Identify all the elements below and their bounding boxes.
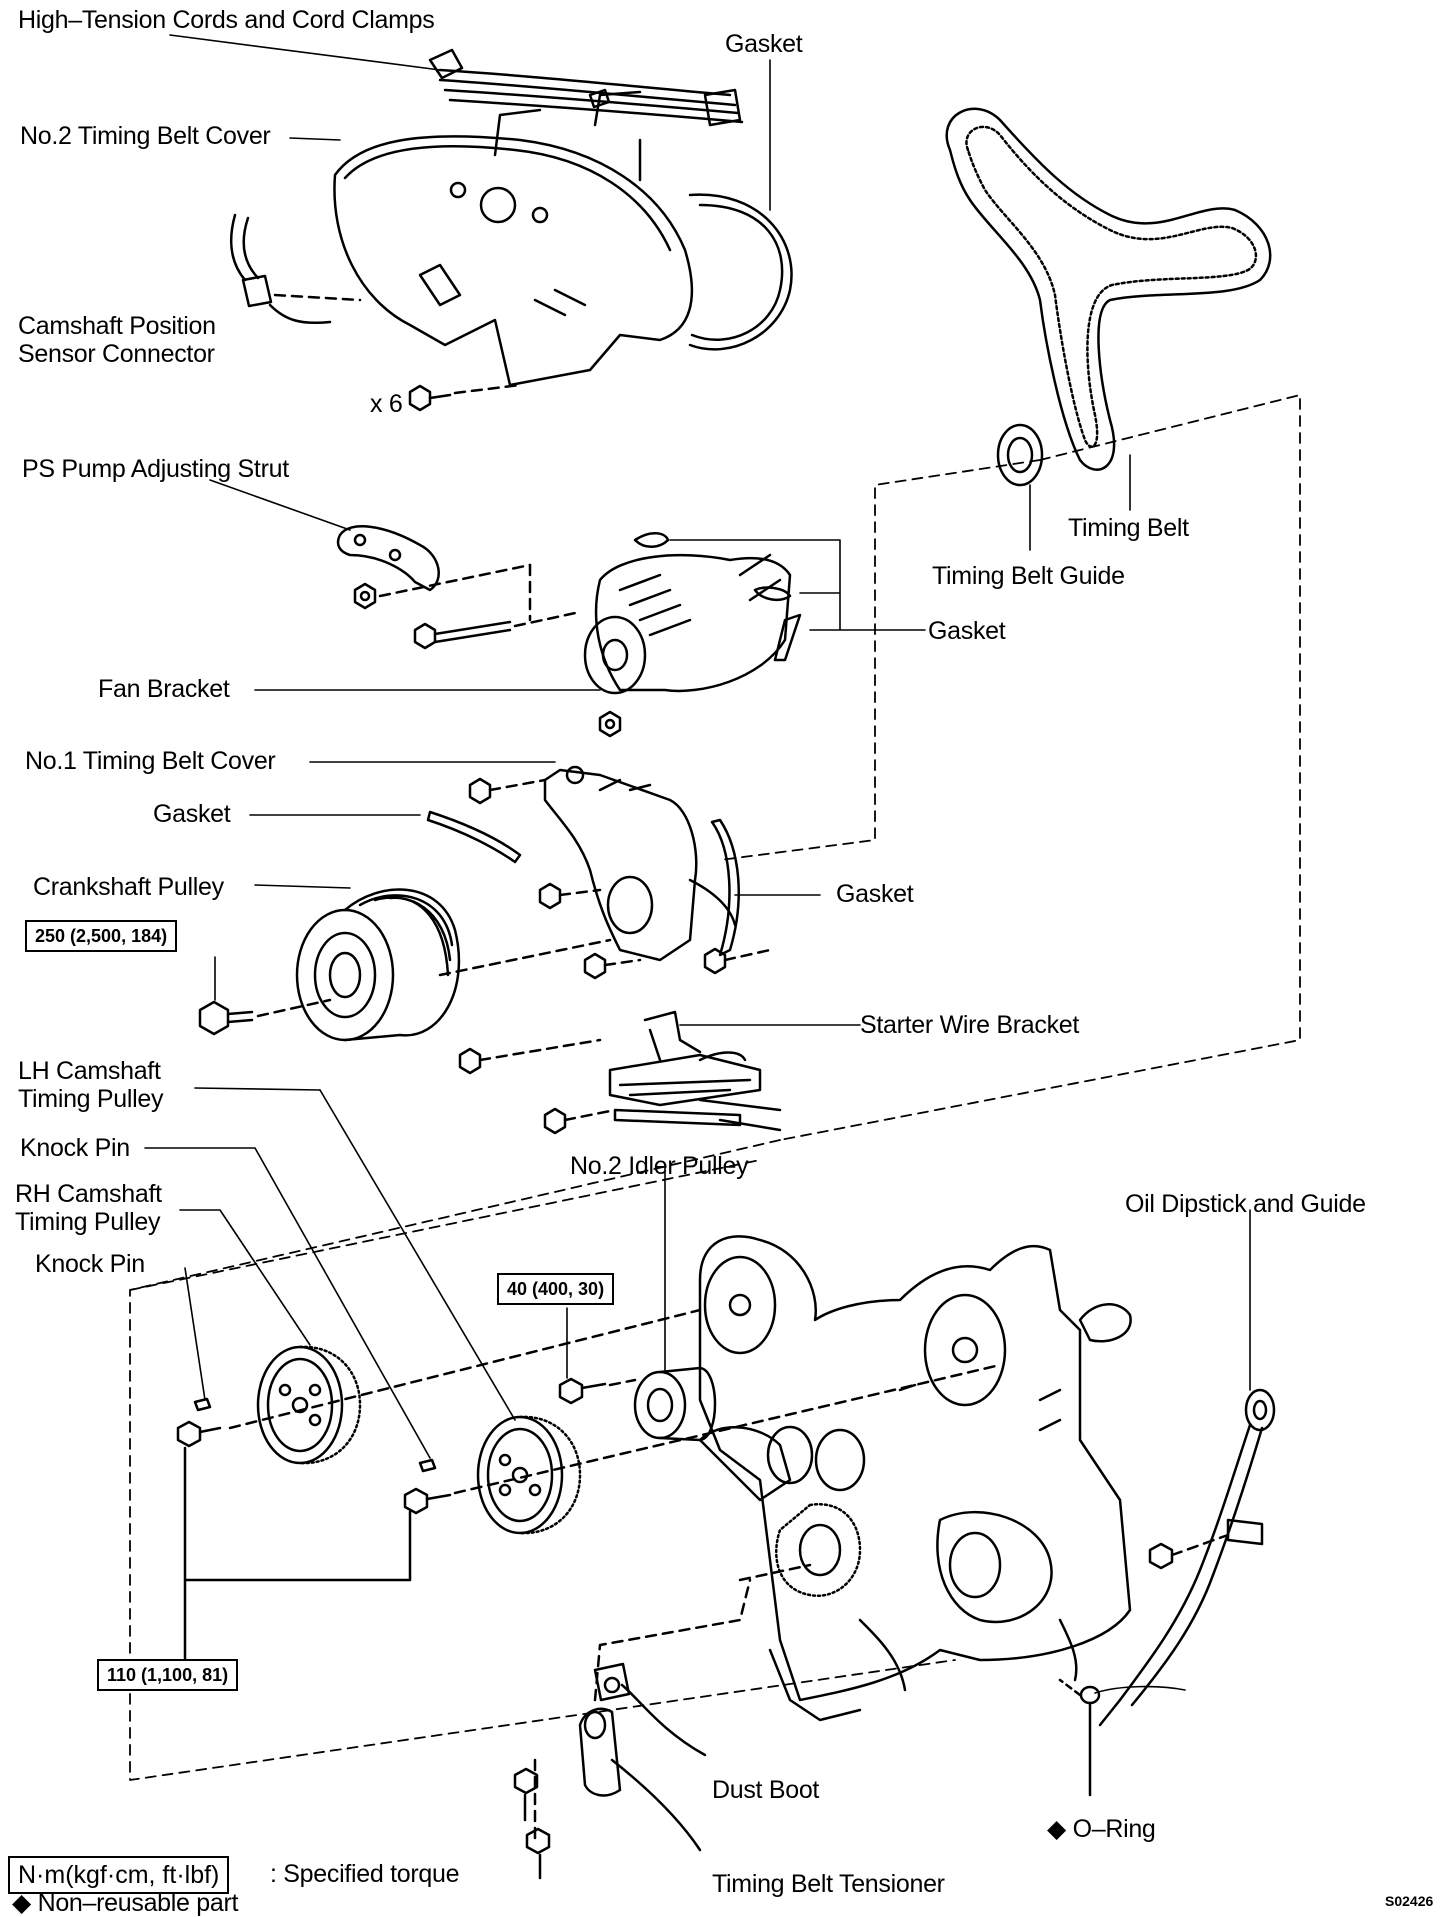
label-starter-wire-bracket: Starter Wire Bracket — [860, 1011, 1080, 1039]
gasket-top-drawing — [688, 193, 793, 351]
label-gasket-mid: Gasket — [928, 617, 1006, 645]
knock-pin-drawing — [193, 1397, 212, 1412]
o-ring-drawing — [1058, 1678, 1186, 1797]
label-gasket-left: Gasket — [153, 800, 231, 828]
label-high-tension-cords: High–Tension Cords and Cord Clamps — [18, 6, 435, 34]
fan-bracket-nut-drawing — [598, 710, 622, 738]
label-crankshaft-pulley: Crankshaft Pulley — [33, 873, 224, 901]
camshaft-sensor-connector-drawing — [229, 213, 362, 325]
no2-idler-pulley-drawing — [633, 1366, 717, 1442]
long-bolt-drawing — [413, 610, 582, 650]
label-knock-pin-1: Knock Pin — [20, 1134, 130, 1162]
label-lh-camshaft-timing-pulley: LH Camshaft Timing Pulley — [18, 1057, 164, 1113]
ps-pump-strut-drawing — [336, 525, 440, 592]
label-rh-camshaft-line2: Timing Pulley — [15, 1208, 161, 1236]
label-lh-camshaft-line1: LH Camshaft — [18, 1057, 161, 1085]
label-no1-timing-belt-cover: No.1 Timing Belt Cover — [25, 747, 276, 775]
crankshaft-pulley-drawing — [295, 888, 461, 1042]
legend-unit-box: N·m(kgf·cm, ft·lbf) — [8, 1856, 230, 1894]
torque-idler-bolt: 40 (400, 30) — [497, 1273, 615, 1305]
dust-boot-drawing — [593, 1662, 707, 1757]
starter-wire-bracket-drawing — [608, 1010, 782, 1132]
legend-non-reusable: ◆ Non–reusable part — [12, 1889, 239, 1917]
engine-block-drawing — [698, 1235, 1132, 1722]
figure-code: S02426 — [1385, 1893, 1434, 1909]
label-fan-bracket: Fan Bracket — [98, 675, 230, 703]
gasket-right-drawing — [688, 818, 740, 957]
label-knock-pin-2: Knock Pin — [35, 1250, 145, 1278]
no1-timing-belt-cover-drawing — [543, 765, 698, 962]
label-gasket-right: Gasket — [836, 880, 914, 908]
starter-bracket-bolts-drawing — [458, 1038, 617, 1135]
cover-bolt-drawing — [408, 383, 522, 412]
label-camshaft-position-sensor-line1: Camshaft Position — [18, 312, 216, 340]
label-no2-idler-pulley: No.2 Idler Pulley — [570, 1152, 749, 1180]
legend-specified-torque: : Specified torque — [270, 1860, 460, 1888]
cam-bolts-drawing — [176, 1308, 1002, 1682]
timing-belt-route-line — [129, 394, 1301, 1781]
small-gaskets-drawing — [633, 532, 802, 662]
label-lh-camshaft-line2: Timing Pulley — [18, 1085, 164, 1113]
fan-bracket-drawing — [583, 553, 792, 695]
timing-belt-guide-drawing — [996, 423, 1044, 487]
label-oil-dipstick-and-guide: Oil Dipstick and Guide — [1125, 1190, 1366, 1218]
label-o-ring: ◆ O–Ring — [1047, 1815, 1156, 1843]
timing-belt-tensioner-drawing — [513, 1563, 812, 1880]
torque-crank-bolt: 250 (2,500, 184) — [25, 920, 178, 952]
gasket-left-drawing — [426, 810, 522, 864]
high-tension-cords-drawing — [428, 48, 744, 127]
no1-cover-bolts-drawing — [468, 777, 772, 980]
idler-bolt-drawing — [558, 1377, 637, 1405]
label-timing-belt: Timing Belt — [1068, 514, 1189, 542]
label-dust-boot: Dust Boot — [712, 1776, 820, 1804]
timing-belt-drawing — [945, 107, 1272, 471]
label-camshaft-position-sensor-line2: Sensor Connector — [18, 340, 215, 368]
nut-drawing — [353, 563, 532, 622]
label-rh-camshaft-timing-pulley: RH Camshaft Timing Pulley — [15, 1180, 162, 1236]
label-gasket-top: Gasket — [725, 30, 803, 58]
rh-camshaft-pulley-drawing — [256, 1345, 362, 1465]
oil-dipstick-drawing — [1098, 1388, 1276, 1727]
label-timing-belt-tensioner: Timing Belt Tensioner — [712, 1870, 945, 1898]
label-ps-pump-adjusting-strut: PS Pump Adjusting Strut — [22, 455, 289, 483]
crank-bolt-drawing — [198, 938, 612, 1036]
no2-timing-belt-cover-drawing — [333, 90, 694, 387]
label-no2-timing-belt-cover: No.2 Timing Belt Cover — [20, 122, 271, 150]
label-camshaft-position-sensor: Camshaft Position Sensor Connector — [18, 312, 216, 368]
torque-cam-bolts: 110 (1,100, 81) — [97, 1659, 239, 1691]
knock-pin-drawing — [418, 1458, 437, 1473]
label-timing-belt-guide: Timing Belt Guide — [932, 562, 1125, 590]
label-bolt-count: x 6 — [370, 390, 403, 418]
label-rh-camshaft-line1: RH Camshaft — [15, 1180, 162, 1208]
